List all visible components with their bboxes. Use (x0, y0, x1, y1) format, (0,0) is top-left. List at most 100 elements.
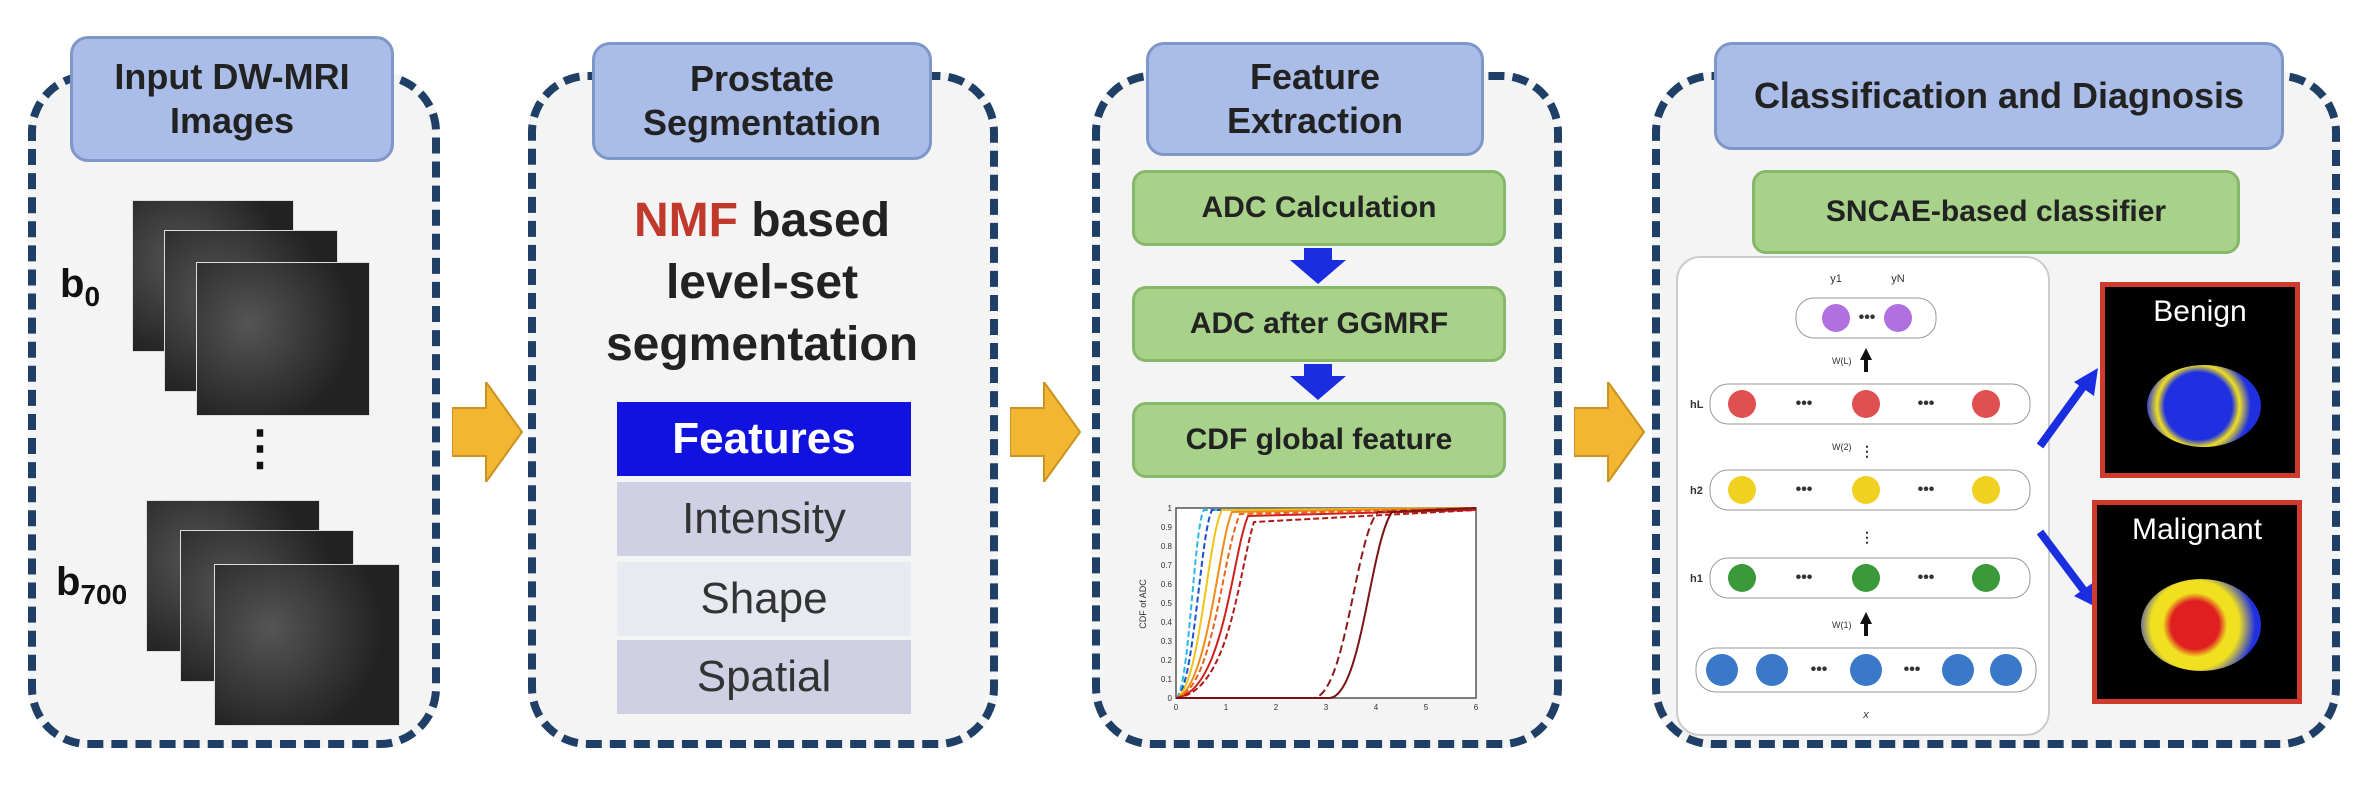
xtick-3: 3 (1324, 703, 1329, 712)
x-dots-2: ••• (1904, 661, 1921, 678)
vertical-dots-1: ⋮ (1860, 443, 1874, 459)
cdf-curve-blue (1175, 507, 1477, 699)
out-label-y1: y1 (1830, 273, 1842, 285)
h2-dots-2: ••• (1918, 481, 1935, 498)
weight-label-1: W(1) (1832, 620, 1852, 630)
cdf-ylabel: CDF of ADC (1138, 579, 1148, 629)
hL-dots-1: ••• (1796, 395, 1813, 412)
output-node-1 (1822, 304, 1850, 332)
feature-intensity: Intensity (617, 482, 911, 556)
flow-arrow-1 (452, 382, 524, 482)
ytick-0.2: 0.2 (1161, 656, 1173, 665)
ytick-0.1: 0.1 (1161, 675, 1173, 684)
hL-node-mid (1852, 390, 1880, 418)
cdf-curve-darkred-2 (1176, 507, 1477, 699)
features-header: Features (617, 402, 911, 476)
cdf-curve-orange-dashed (1175, 507, 1477, 699)
output-dots: ••• (1859, 309, 1876, 326)
xtick-2: 2 (1274, 703, 1279, 712)
feature-spatial: Spatial (617, 640, 911, 714)
x-dots-1: ••• (1811, 661, 1828, 678)
title-classification: Classification and Diagnosis (1714, 42, 2284, 150)
x-node-mid (1850, 654, 1882, 686)
cdf-curve-cyan (1175, 507, 1477, 699)
layer-label-h1: h1 (1690, 573, 1703, 585)
flow-arrow-3 (1574, 382, 1646, 482)
cdf-curve-orange (1175, 507, 1477, 699)
feature-shape: Shape (617, 562, 911, 636)
xtick-4: 4 (1374, 703, 1379, 712)
h2-node-mid (1852, 476, 1880, 504)
output-node-n (1884, 304, 1912, 332)
step-adc-calculation: ADC Calculation (1132, 170, 1506, 246)
method-text: NMF based level-set segmentation (605, 194, 919, 371)
up-arrow-wL (1860, 348, 1872, 372)
cdf-curve-yellow (1175, 507, 1477, 699)
mri-slice-b0-3 (196, 262, 370, 416)
layer-label-h2: h2 (1690, 485, 1703, 497)
ytick-0.3: 0.3 (1161, 637, 1173, 646)
cdf-curve-red (1175, 509, 1477, 699)
h2-dots-1: ••• (1796, 481, 1813, 498)
cdf-plot: CDF of ADC 1 0.9 0.8 0.7 0.6 0.5 0.4 0.3… (1138, 504, 1479, 712)
flow-arrow-2 (1010, 382, 1082, 482)
title-extraction: Feature Extraction (1146, 42, 1484, 156)
h1-node-mid (1852, 564, 1880, 592)
h1-dots-2: ••• (1918, 569, 1935, 586)
cdf-curve-darkred-1 (1176, 507, 1477, 699)
x-node-2 (1756, 654, 1788, 686)
ellipsis-dots: ⋮ (236, 422, 284, 475)
benign-label: Benign (2153, 295, 2247, 328)
benign-prostate-map (2147, 365, 2261, 447)
x-node-n (1990, 654, 2022, 686)
outcome-benign: Benign (2100, 282, 2300, 478)
ytick-1: 1 (1168, 504, 1173, 513)
ytick-0.4: 0.4 (1161, 618, 1173, 627)
ytick-0.9: 0.9 (1161, 523, 1173, 532)
mri-slice-b700-3 (214, 564, 400, 726)
malignant-label: Malignant (2131, 513, 2263, 546)
xtick-1: 1 (1224, 703, 1229, 712)
x-node-1 (1706, 654, 1738, 686)
weight-label-2: W(2) (1832, 442, 1852, 452)
cdf-plot-area (1175, 507, 1477, 699)
hL-dots-2: ••• (1918, 395, 1935, 412)
step-cdf-feature: CDF global feature (1132, 402, 1506, 478)
hL-node-n (1972, 390, 2000, 418)
out-label-yN: yN (1891, 273, 1905, 285)
vertical-dots-2: ⋮ (1860, 529, 1874, 545)
ytick-0.5: 0.5 (1161, 599, 1173, 608)
arrow-to-benign (2036, 368, 2098, 449)
down-arrow-1 (1290, 248, 1346, 284)
b0-label: b0 (60, 262, 101, 312)
ytick-0.8: 0.8 (1161, 542, 1173, 551)
nmf-highlight: NMF (633, 194, 738, 247)
cdf-xticks: 0 1 2 3 4 5 6 (1174, 703, 1479, 712)
malignant-prostate-map (2141, 579, 2261, 671)
x-node-n1 (1942, 654, 1974, 686)
cdf-curve-red-dashed (1175, 509, 1477, 699)
xtick-5: 5 (1424, 703, 1429, 712)
h2-node-1 (1728, 476, 1756, 504)
layer-label-x: x (1862, 709, 1869, 721)
classifier-label: SNCAE-based classifier (1752, 170, 2240, 254)
ytick-0.6: 0.6 (1161, 580, 1173, 589)
ytick-0.7: 0.7 (1161, 561, 1173, 570)
h1-node-1 (1728, 564, 1756, 592)
h2-node-n (1972, 476, 2000, 504)
cdf-yticks: 1 0.9 0.8 0.7 0.6 0.5 0.4 0.3 0.2 0.1 0 (1161, 504, 1173, 703)
h1-node-n (1972, 564, 2000, 592)
down-arrow-2 (1290, 364, 1346, 400)
network-svg: y1 yN ••• W(L) hL ••• ••• W(2) ⋮ h2 ••• … (1690, 273, 2037, 721)
step-adc-ggmrf: ADC after GGMRF (1132, 286, 1506, 362)
xtick-0: 0 (1174, 703, 1179, 712)
cdf-curves (1175, 507, 1477, 699)
title-segmentation: Prostate Segmentation (592, 42, 932, 160)
up-arrow-w1 (1860, 612, 1872, 636)
outcome-malignant: Malignant (2092, 500, 2302, 704)
b700-label: b700 (56, 560, 128, 610)
h1-dots-1: ••• (1796, 569, 1813, 586)
title-input: Input DW-MRI Images (70, 36, 394, 162)
xtick-6: 6 (1474, 703, 1479, 712)
hL-node-1 (1728, 390, 1756, 418)
